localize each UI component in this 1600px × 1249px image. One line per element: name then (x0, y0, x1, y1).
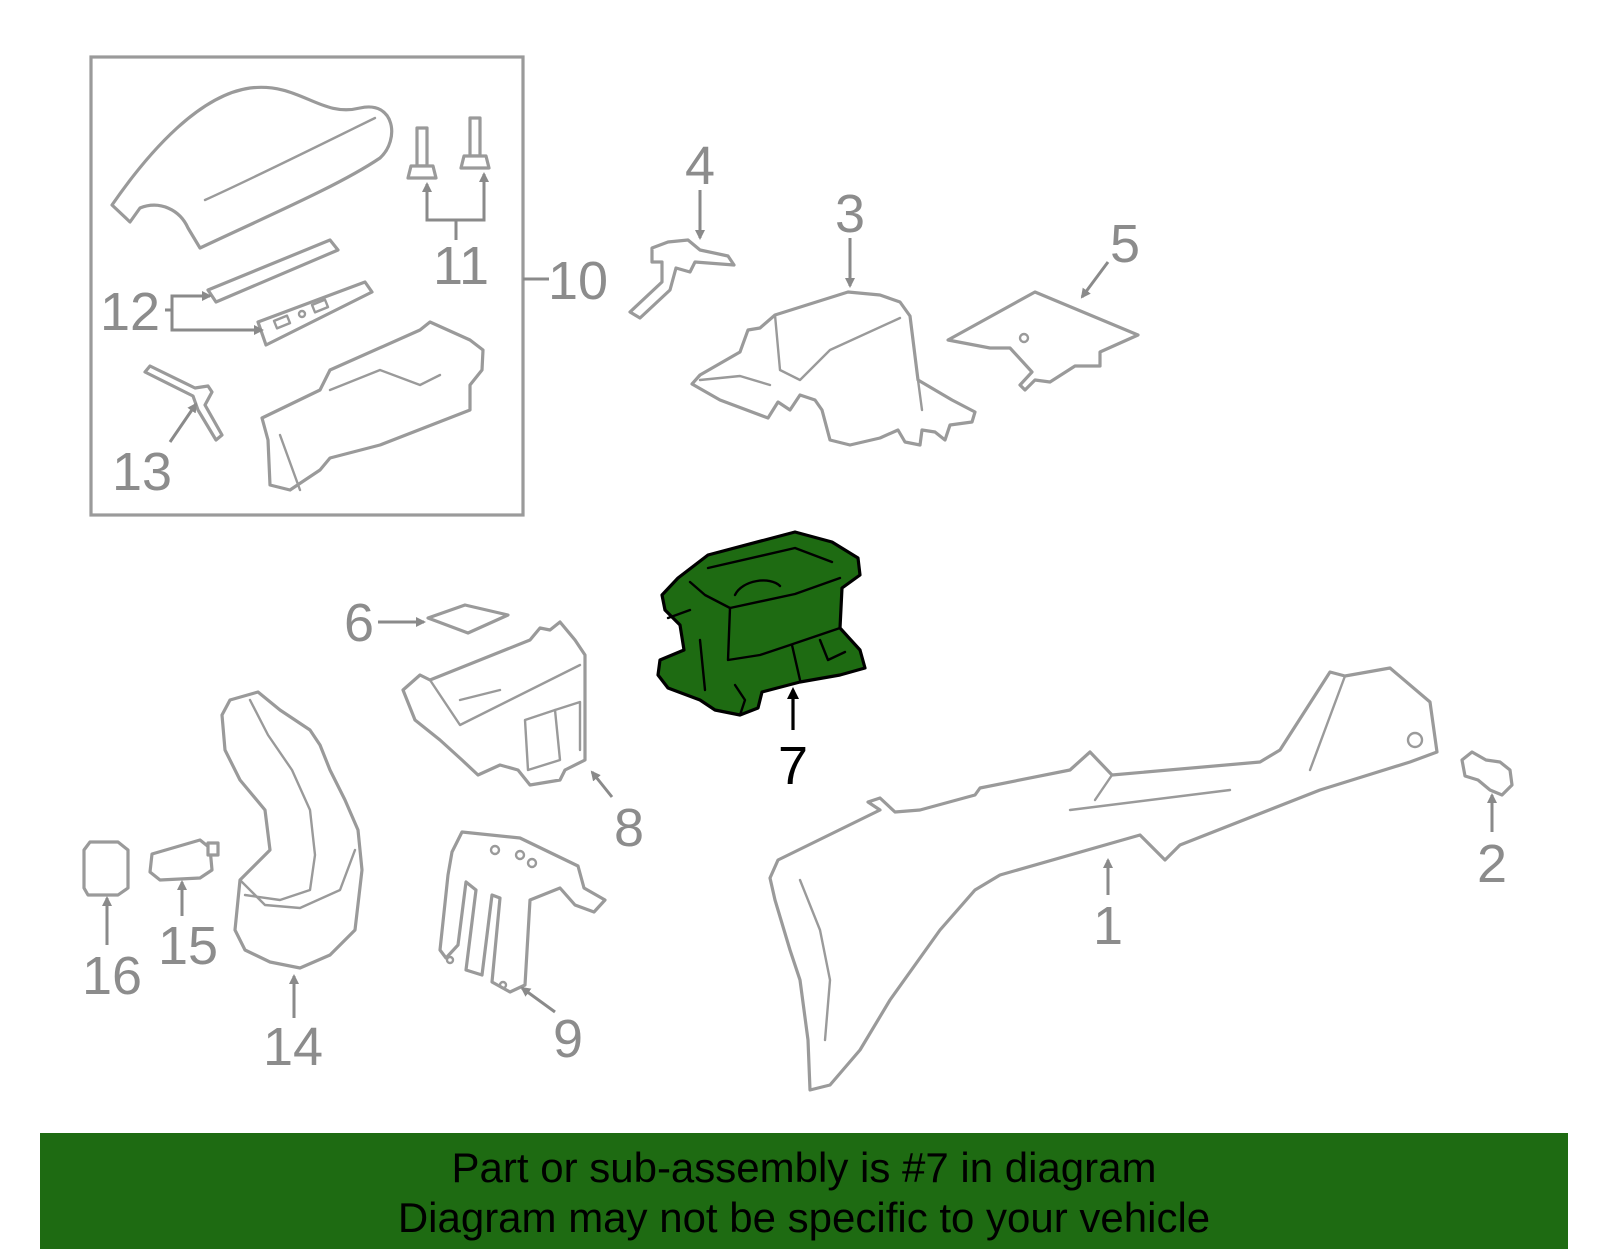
mount-bracket (438, 830, 607, 994)
leader-11 (425, 174, 486, 240)
callout-16: 16 (82, 946, 142, 1006)
console-body (768, 666, 1439, 1092)
callout-9: 9 (553, 1009, 583, 1069)
callout-5: 5 (1110, 214, 1140, 274)
callout-11: 11 (433, 236, 489, 296)
banner-line-2: Diagram may not be specific to your vehi… (397, 1194, 1211, 1241)
callout-15: 15 (158, 916, 218, 976)
bolts (406, 116, 491, 180)
callout-10: 10 (548, 251, 608, 311)
armrest-base (260, 320, 485, 492)
info-banner: Part or sub-assembly is #7 in diagram Di… (40, 1133, 1568, 1249)
leader-13 (168, 402, 198, 443)
banner-line-1: Part or sub-assembly is #7 in diagram (451, 1144, 1157, 1191)
shifter-housing (690, 290, 977, 447)
clip-2 (1460, 750, 1514, 797)
armrest-assembly-box (89, 55, 525, 517)
callout-13: 13 (112, 442, 172, 502)
pad (426, 603, 510, 635)
trim-strips (206, 238, 374, 347)
callout-6: 6 (344, 593, 374, 653)
leader-9 (520, 986, 556, 1014)
bracket-4 (628, 238, 736, 320)
leader-5 (1080, 261, 1110, 299)
callout-14: 14 (263, 1017, 323, 1077)
plug (148, 838, 220, 882)
callout-3: 3 (835, 184, 865, 244)
leader-12 (165, 294, 262, 332)
cup-holder-highlighted (656, 530, 867, 717)
console-panel (220, 690, 364, 970)
callout-12: 12 (100, 282, 160, 342)
mat (946, 290, 1140, 392)
callout-1: 1 (1093, 896, 1123, 956)
callout-2: 2 (1477, 834, 1507, 894)
callout-8: 8 (614, 798, 644, 858)
armrest-lid (110, 85, 394, 250)
leader-8 (590, 770, 614, 798)
storage-box (401, 620, 587, 787)
cap (82, 840, 130, 897)
callout-7: 7 (778, 736, 808, 796)
clip (143, 364, 224, 442)
callout-4: 4 (685, 136, 715, 196)
